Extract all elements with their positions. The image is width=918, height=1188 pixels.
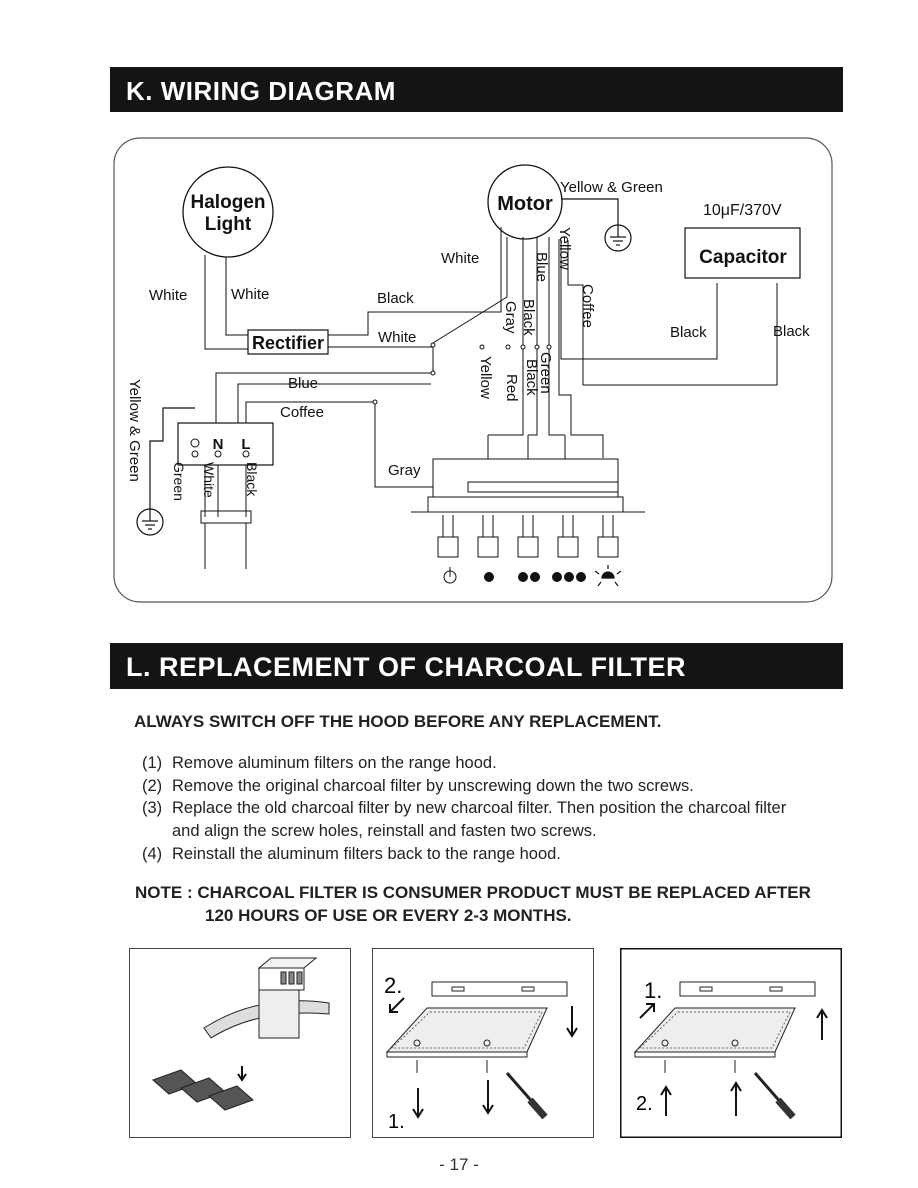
speed-1-icon <box>484 572 494 582</box>
junction-dots <box>372 342 552 405</box>
capacitor-label: Capacitor <box>699 247 787 268</box>
fig3-step-a-label: 1. <box>644 978 662 1003</box>
capacitor-rating: 10μF/370V <box>703 202 782 219</box>
step-1: (1)Remove aluminum filters on the range … <box>142 754 497 772</box>
switch-knobs <box>437 515 619 558</box>
fig2-step-a-label: 2. <box>384 973 402 998</box>
step-3: (3)Replace the old charcoal filter by ne… <box>142 799 787 817</box>
section-k-title: K. WIRING DIAGRAM <box>126 76 396 106</box>
step-4: (4)Reinstall the aluminum filters back t… <box>142 845 561 863</box>
wire-label-red-motor: Red <box>503 374 520 402</box>
rectifier <box>247 329 329 355</box>
rectifier-label: Rectifier <box>252 333 324 353</box>
wiring-diagram: Halogen Light Motor Yellow & Green Capac… <box>113 137 833 603</box>
terminal-l-label: L <box>241 436 250 453</box>
wire-label-cap-black-left: Black <box>670 324 707 341</box>
wire-label-main-coffee: Coffee <box>280 404 324 421</box>
power-cord <box>200 465 252 569</box>
wire-label-gray-motor: Gray <box>502 301 519 334</box>
light-icon <box>594 565 622 587</box>
motor-ground-icon <box>561 198 632 252</box>
section-k-header: K. WIRING DIAGRAM <box>110 67 843 112</box>
wire-label-rect-white: White <box>378 329 416 346</box>
wire-label-white-right: White <box>231 286 269 303</box>
note-line-2: 120 HOURS OF USE OR EVERY 2-3 MONTHS. <box>205 906 572 925</box>
mains-ground-icon <box>136 407 195 536</box>
terminal-block: N L <box>177 422 274 466</box>
wire-label-black-motor: Black <box>520 299 537 336</box>
wire-label-blue-motor: Blue <box>533 252 550 282</box>
halogen-light: Halogen Light <box>182 166 274 258</box>
speed-3-icon <box>552 572 586 582</box>
figure-hood-filters <box>129 948 351 1138</box>
step-2: (2)Remove the original charcoal filter b… <box>142 777 694 795</box>
section-l-header: L. REPLACEMENT OF CHARCOAL FILTER <box>110 643 843 689</box>
capacitor <box>684 227 801 279</box>
term-label-white: White <box>201 462 217 498</box>
wire-label-main-blue: Blue <box>288 375 318 392</box>
power-icon <box>443 567 457 584</box>
note-line-1: NOTE : CHARCOAL FILTER IS CONSUMER PRODU… <box>135 883 811 902</box>
wire-label-yellow-motor: Yellow <box>556 227 573 270</box>
halogen-label-1: Halogen <box>191 192 266 213</box>
wire-label-main-gray: Gray <box>388 462 421 479</box>
fig3-step-b-label: 2. <box>636 1093 653 1115</box>
step-3-cont: and align the screw holes, reinstall and… <box>172 822 597 840</box>
wire-label-coffee-motor: Coffee <box>579 284 596 328</box>
speed-2-icon <box>518 572 540 582</box>
wire-label-rect-black: Black <box>377 290 414 307</box>
switch-assembly <box>411 458 645 513</box>
page-number: - 17 - <box>439 1155 479 1174</box>
wire-label-black2-motor: Black <box>523 359 540 396</box>
motor-label: Motor <box>497 193 553 215</box>
halogen-label-2: Light <box>205 214 252 235</box>
wire-label-yellow-green-left: Yellow & Green <box>126 379 143 482</box>
term-label-green: Green <box>171 462 187 501</box>
terminal-n-label: N <box>213 436 224 453</box>
wire-label-white-motor: White <box>441 250 479 267</box>
figure-filter-removal: 2. 1. <box>372 948 594 1138</box>
wire-label-white-left: White <box>149 287 187 304</box>
section-l-title: L. REPLACEMENT OF CHARCOAL FILTER <box>126 652 686 682</box>
fig2-step-b-label: 1. <box>388 1111 405 1133</box>
figure-filter-install: 1. 2. <box>620 948 842 1138</box>
wire-label-cap-black-right: Black <box>773 323 810 340</box>
wire-label-yellow2-motor: Yellow <box>477 356 494 399</box>
term-label-black: Black <box>244 462 260 497</box>
warning-text: ALWAYS SWITCH OFF THE HOOD BEFORE ANY RE… <box>134 712 662 731</box>
wire-label-yellow-green-top: Yellow & Green <box>560 179 663 196</box>
wire-label-green-motor: Green <box>537 352 554 394</box>
motor: Motor <box>487 164 563 240</box>
